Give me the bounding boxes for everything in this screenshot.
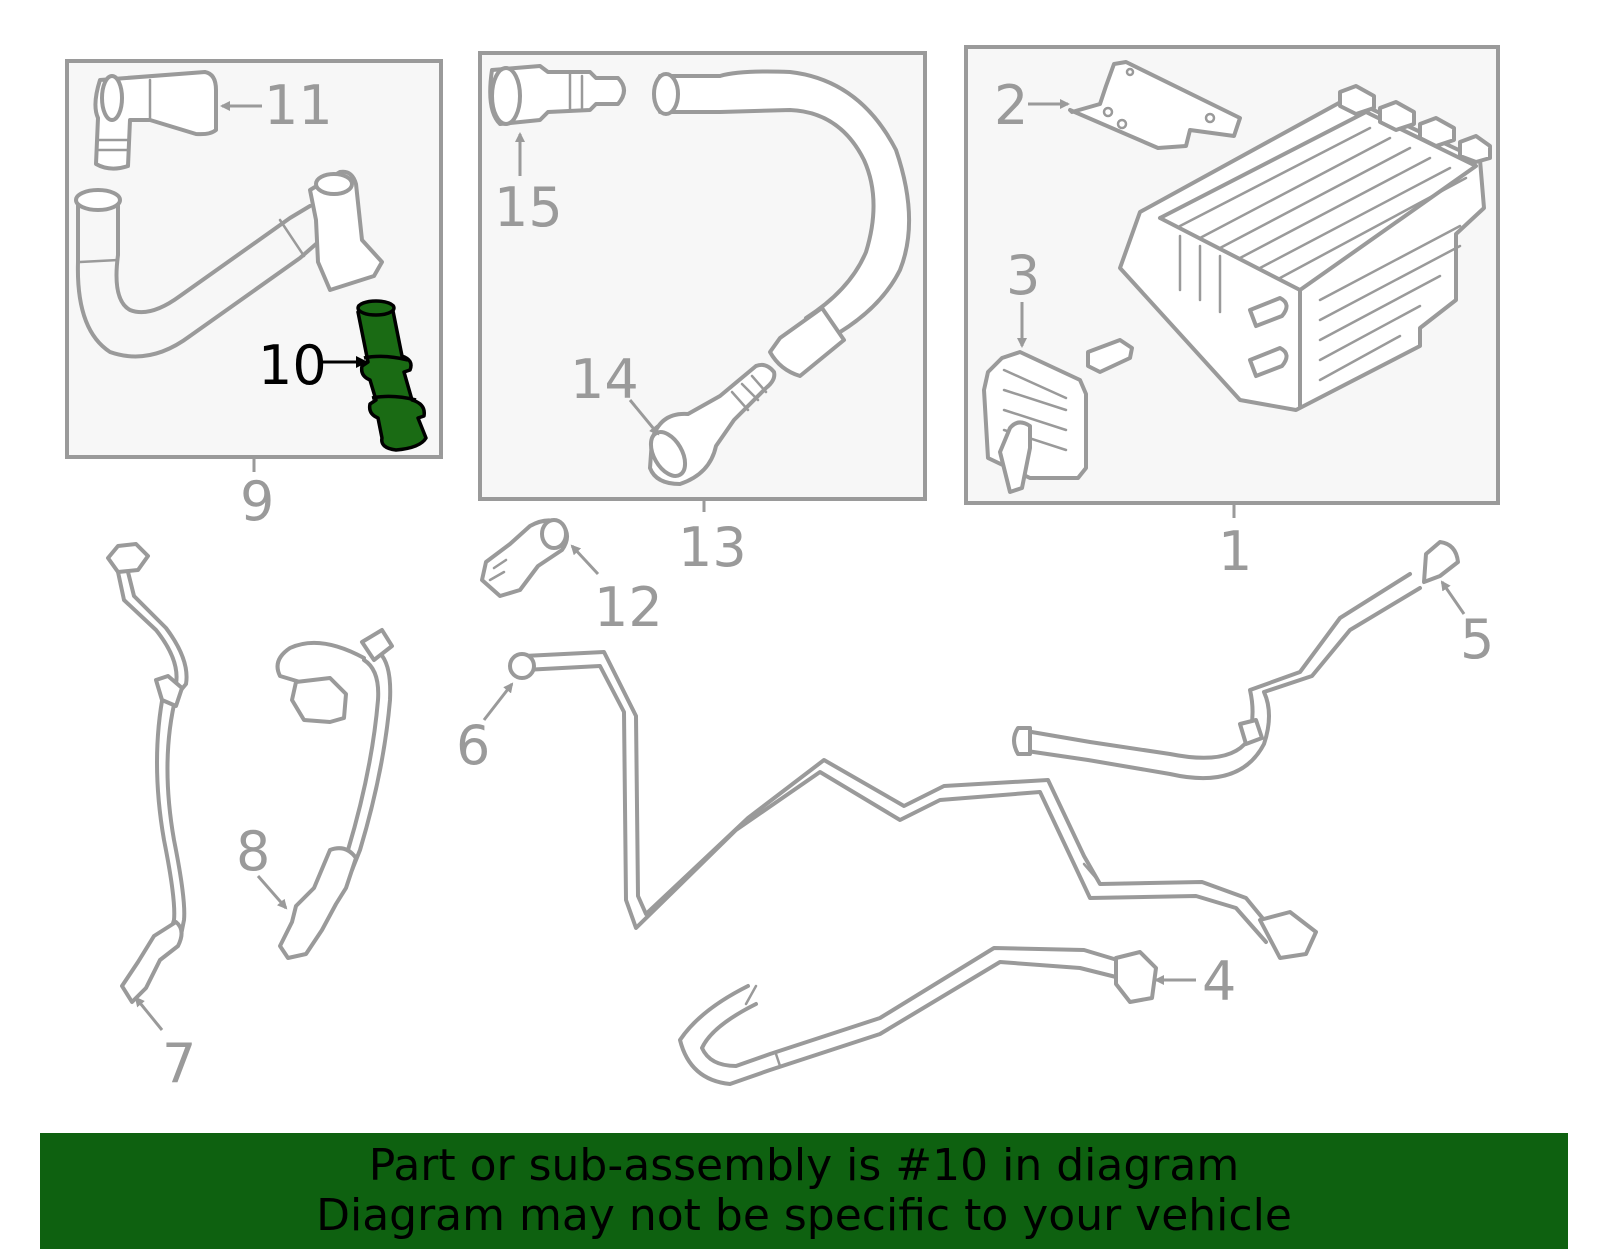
callout-7: 7 xyxy=(162,1032,196,1095)
callout-2: 2 xyxy=(994,74,1028,137)
callout-12: 12 xyxy=(594,576,663,639)
notice-line-disclaimer: Diagram may not be specific to your vehi… xyxy=(316,1190,1292,1241)
callout-8: 8 xyxy=(236,820,270,883)
callout-9: 9 xyxy=(240,470,274,533)
callout-11: 11 xyxy=(264,74,333,137)
part-9-hose xyxy=(74,169,384,359)
callout-6: 6 xyxy=(456,714,490,777)
notice-line-part: Part or sub-assembly is #10 in diagram xyxy=(368,1140,1240,1191)
parts-diagram: 11 10 9 15 14 13 12 2 3 1 5 6 8 7 4 xyxy=(65,45,1500,1095)
part-clip xyxy=(1086,338,1134,374)
part-14-connector xyxy=(648,362,777,486)
assembly-box-9 xyxy=(65,59,443,459)
part-4-hose xyxy=(678,946,1158,1086)
part-2-bracket xyxy=(1068,60,1242,150)
assembly-box-13 xyxy=(478,51,927,501)
callout-15: 15 xyxy=(494,176,563,239)
part-3-valve xyxy=(982,350,1088,494)
part-6-pipe xyxy=(508,650,1318,960)
part-12-fitting xyxy=(480,518,569,598)
notice-banner: Part or sub-assembly is #10 in diagram D… xyxy=(40,1133,1568,1249)
part-13-hose xyxy=(652,69,912,378)
callout-4: 4 xyxy=(1202,950,1236,1013)
callout-14: 14 xyxy=(570,348,639,411)
callout-3: 3 xyxy=(1006,244,1040,307)
callout-13: 13 xyxy=(678,516,747,579)
part-1-canister xyxy=(1118,84,1492,412)
part-8-sensor xyxy=(275,628,394,960)
callout-10: 10 xyxy=(258,334,327,397)
part-7-sensor xyxy=(106,542,189,1004)
callout-1: 1 xyxy=(1218,520,1252,583)
assembly-box-1 xyxy=(964,45,1500,505)
callout-5: 5 xyxy=(1460,608,1494,671)
part-11-elbow xyxy=(93,70,218,171)
part-15-connector xyxy=(488,64,626,126)
part-5-pipe xyxy=(1012,540,1460,781)
